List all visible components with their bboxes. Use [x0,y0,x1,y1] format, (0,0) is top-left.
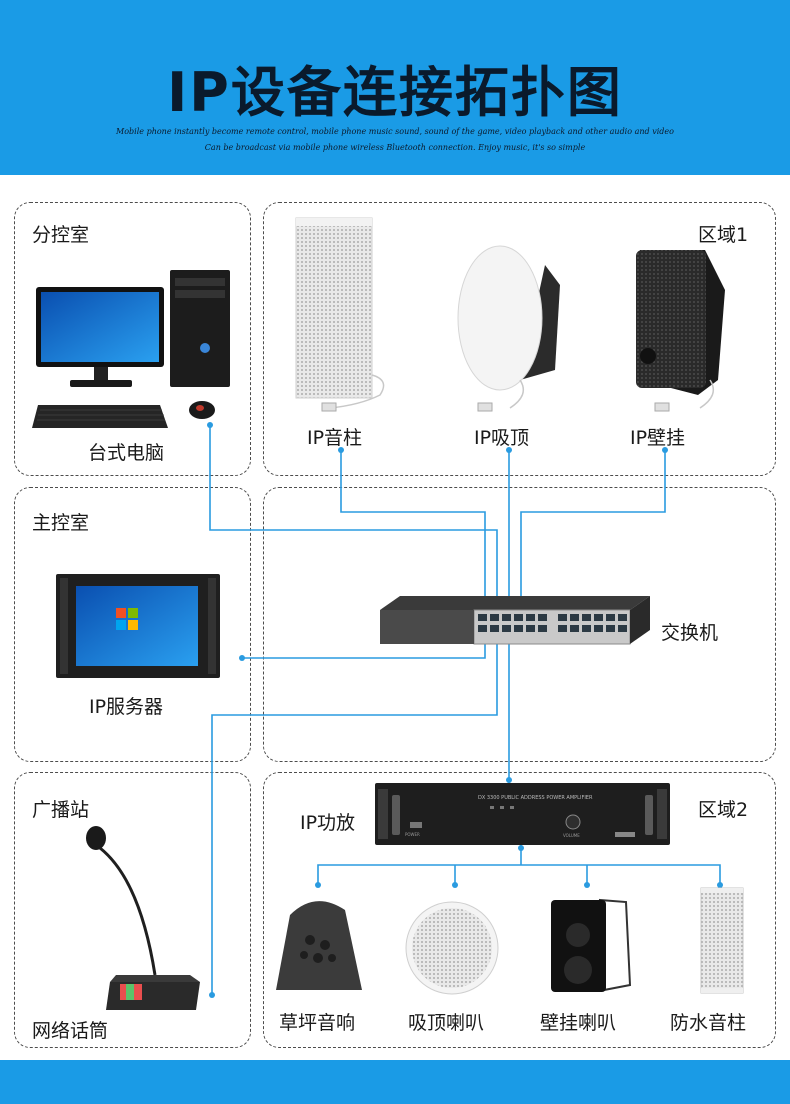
label-ip-wall: IP壁挂 [630,423,685,450]
network-microphone-illustration [86,826,200,1010]
label-waterproof-column: 防水音柱 [670,1008,746,1035]
ip-column-speaker-illustration [296,218,384,411]
wall-speaker-illustration [551,900,630,992]
ip-ceiling-speaker-illustration [458,246,560,411]
network-switch-illustration [380,596,650,644]
waterproof-column-illustration [701,888,743,993]
label-switch: 交换机 [661,618,718,645]
label-wall-speaker: 壁挂喇叭 [540,1008,616,1035]
amp-power-text: POWER [405,832,420,837]
label-ip-ceiling: IP吸顶 [474,423,529,450]
desktop-computer-illustration [32,270,230,428]
label-mic: 网络话筒 [32,1016,108,1043]
ip-amplifier-illustration: DX 3300 PUBLIC ADDRESS POWER AMPLIFIER P… [375,783,670,845]
lawn-speaker-illustration [276,901,362,990]
amp-volume-text: VOLUME [563,833,580,838]
amp-panel-text: DX 3300 PUBLIC ADDRESS POWER AMPLIFIER [478,795,593,801]
label-desktop: 台式电脑 [88,438,164,465]
label-server: IP服务器 [89,692,163,719]
label-lawn-speaker: 草坪音响 [279,1008,355,1035]
ip-server-illustration [56,574,220,678]
label-ceiling-speaker: 吸顶喇叭 [408,1008,484,1035]
ceiling-speaker-illustration [406,902,498,994]
label-amplifier: IP功放 [300,808,355,835]
label-ip-column: IP音柱 [307,423,362,450]
ip-wall-speaker-illustration [636,250,725,411]
